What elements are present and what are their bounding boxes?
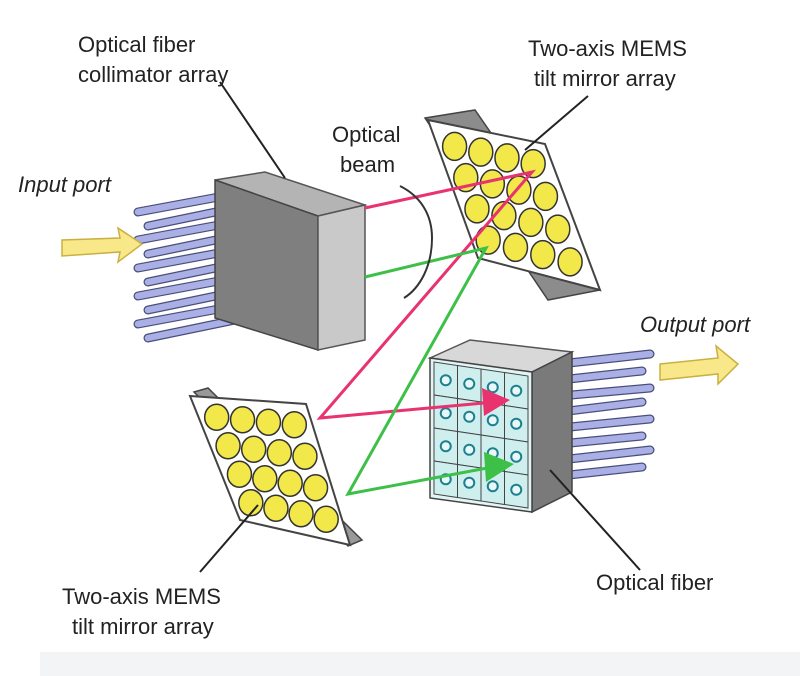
output-fiber (556, 367, 646, 384)
output-fiber-core (510, 450, 523, 463)
leader-optical-fiber (549, 469, 641, 571)
output-fiber-core (486, 480, 499, 493)
output-port-arrow (659, 344, 740, 386)
mirror-element-bottom (302, 474, 329, 502)
output-fiber-core (439, 374, 452, 387)
mirror-element-bottom (226, 460, 253, 488)
collimator-block (214, 171, 368, 352)
mirror-element-top (506, 175, 532, 205)
mirror-element-bottom (238, 489, 264, 517)
output-fiber-core (463, 377, 476, 390)
output-fiber-core (486, 381, 499, 394)
collimator-label-line2: collimator array (78, 62, 228, 87)
mirror-element-top (518, 207, 544, 238)
mirror-grid-top (441, 131, 583, 277)
output-fiber-core (510, 417, 523, 430)
output-fiber-core (486, 414, 499, 427)
input-port-label: Input port (18, 172, 112, 197)
beam-green-path (345, 245, 499, 497)
beam-green-arrowhead (484, 452, 514, 482)
mems-top-label-line1: Two-axis MEMS (528, 36, 687, 61)
output-fiber (556, 463, 646, 480)
mirror-element-top (532, 181, 559, 212)
optical-beam-label-line2: beam (340, 152, 395, 177)
mirror-element-bottom (277, 469, 303, 497)
leader-collimator (219, 81, 286, 179)
optical-beam-bracket (399, 185, 434, 299)
mirror-element-top (557, 247, 583, 277)
output-fiber-core (510, 384, 523, 397)
leader-mems-bottom (199, 504, 259, 573)
output-port-label: Output port (640, 312, 751, 337)
mirror-element-top (545, 214, 571, 244)
mems-bottom-label-line1: Two-axis MEMS (62, 584, 221, 609)
output-fiber-block (427, 339, 575, 514)
output-fiber-core (439, 407, 452, 420)
mirror-element-top (441, 131, 468, 162)
leader-mems-top (524, 95, 589, 151)
output-fiber-core (463, 443, 476, 456)
mirror-element-bottom (255, 408, 282, 436)
mirror-element-bottom (263, 494, 289, 522)
mems-top-label-line2: tilt mirror array (534, 66, 676, 91)
mirror-element-bottom (229, 406, 256, 434)
mirror-element-bottom (313, 505, 339, 533)
output-fiber (556, 432, 646, 448)
output-fiber (556, 350, 654, 368)
leader-lines (199, 81, 641, 573)
input-port-arrow (61, 226, 144, 264)
mems-mirror-array-bottom (188, 387, 364, 547)
light-beams (316, 169, 537, 497)
bottom-fade-band (40, 652, 800, 676)
beam-magenta-arrowhead (482, 388, 510, 416)
mirror-element-bottom (281, 411, 308, 439)
mirror-element-bottom (288, 500, 314, 528)
collimator-label-line1: Optical fiber (78, 32, 195, 57)
output-fiber-core (510, 483, 523, 496)
mirror-element-bottom (266, 439, 293, 467)
output-fiber-bundle (555, 349, 655, 481)
output-fiber-core (439, 440, 452, 453)
mirror-element-bottom (292, 442, 318, 470)
optical-beam-label-line1: Optical (332, 122, 400, 147)
output-fiber-core (463, 476, 476, 489)
optical-fiber-label: Optical fiber (596, 570, 713, 595)
mirror-element-top (494, 143, 520, 173)
mirror-element-top (530, 239, 556, 270)
mirror-element-top (468, 137, 494, 167)
mirror-element-bottom (240, 435, 267, 463)
output-fiber (556, 446, 654, 464)
mirror-element-bottom (252, 465, 278, 493)
mirror-element-top (502, 232, 529, 263)
mirror-element-bottom (215, 432, 241, 460)
mems-mirror-array-top (423, 109, 602, 301)
mirror-element-top (475, 225, 501, 255)
mirror-element-top (464, 194, 490, 224)
output-fiber-core (463, 410, 476, 423)
beam-magenta-path (316, 169, 537, 420)
mirror-element-top (520, 148, 546, 179)
input-fiber (144, 316, 239, 342)
mems-bottom-label-line2: tilt mirror array (72, 614, 214, 639)
output-fiber (556, 398, 646, 416)
mirror-element-bottom (203, 403, 230, 431)
output-fiber (556, 415, 654, 432)
mirror-element-top (491, 200, 517, 231)
mirror-grid-bottom (203, 403, 339, 533)
output-fiber (556, 384, 654, 400)
output-fiber-grid (433, 361, 529, 509)
